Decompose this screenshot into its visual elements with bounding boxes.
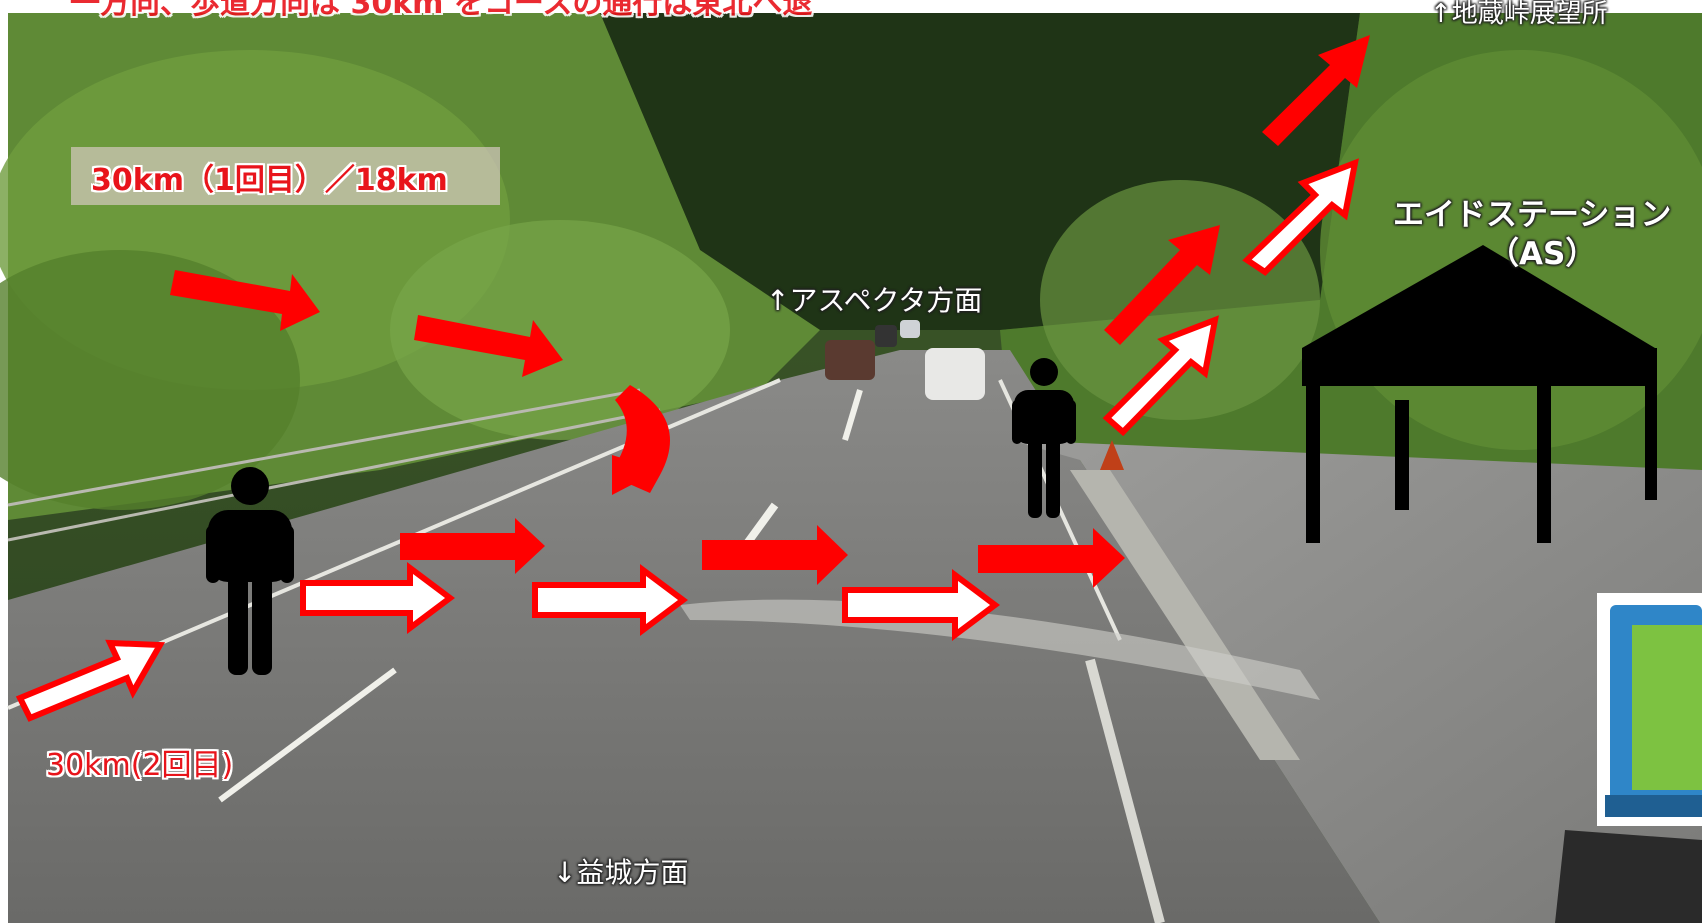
aid-station-label: エイドステーション — [1393, 197, 1672, 233]
route-km-second-label: 30km(2回目) — [46, 748, 234, 783]
route-arrows-white — [15, 158, 1359, 722]
aid-station-abbrev: （AS） — [1488, 236, 1597, 272]
white-arrow-4 — [842, 569, 1000, 641]
camera-rig-shadow — [1555, 830, 1702, 923]
route-km-label: 30km（1回目）／18km — [91, 163, 448, 198]
direction-aspecta-label: ↑アスペクタ方面 — [766, 284, 983, 317]
route-km-box: 30km（1回目）／18km — [71, 147, 500, 205]
white-arrow-6 — [1242, 158, 1359, 276]
white-arrow-2 — [300, 562, 455, 634]
tent-icon — [1302, 245, 1657, 543]
route-arrows-red — [170, 35, 1370, 588]
direction-masuki-label: ↓益城方面 — [553, 856, 689, 889]
white-arrow-1 — [15, 639, 166, 722]
red-arrow-diag-1 — [1104, 225, 1220, 345]
top-right-sign: ↑地蔵峠展望所 — [1430, 0, 1608, 29]
red-arrow-4 — [702, 525, 848, 585]
white-arrow-3 — [532, 564, 688, 636]
red-arrow-2 — [414, 315, 563, 377]
person-icon — [1012, 358, 1076, 518]
red-arrow-3 — [400, 518, 545, 574]
portable-toilet-icon — [1597, 593, 1702, 826]
white-arrow-5 — [1102, 315, 1219, 437]
red-arrow-5 — [978, 528, 1125, 588]
red-arrow-diag-2 — [1262, 35, 1370, 146]
person-icon — [206, 467, 294, 675]
red-arrow-1 — [170, 270, 320, 331]
top-title-partial: 一方向、歩道方向は 30km をコースの通行は東北へ退 — [70, 0, 813, 21]
